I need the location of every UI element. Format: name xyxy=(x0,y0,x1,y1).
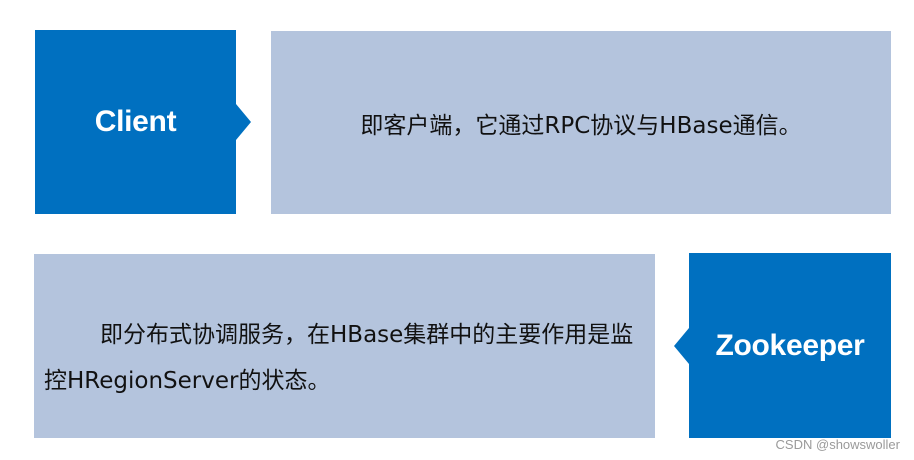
zookeeper-tile: Zookeeper xyxy=(689,253,891,438)
client-label: Client xyxy=(94,105,177,138)
zookeeper-label: Zookeeper xyxy=(715,328,865,362)
zookeeper-description-box: 即分布式协调服务，在HBase集群中的主要作用是监控HRegionServer的… xyxy=(34,254,655,438)
watermark: CSDN @showswoller xyxy=(775,437,900,452)
client-tile: Client xyxy=(35,30,236,214)
zookeeper-description: 即分布式协调服务，在HBase集群中的主要作用是监控HRegionServer的… xyxy=(44,322,634,394)
zookeeper-arrow-left-icon xyxy=(674,328,689,364)
client-description-box: 即客户端，它通过RPC协议与HBase通信。 xyxy=(271,31,891,214)
client-arrow-right-icon xyxy=(236,104,251,140)
client-description: 即客户端，它通过RPC协议与HBase通信。 xyxy=(360,112,802,139)
